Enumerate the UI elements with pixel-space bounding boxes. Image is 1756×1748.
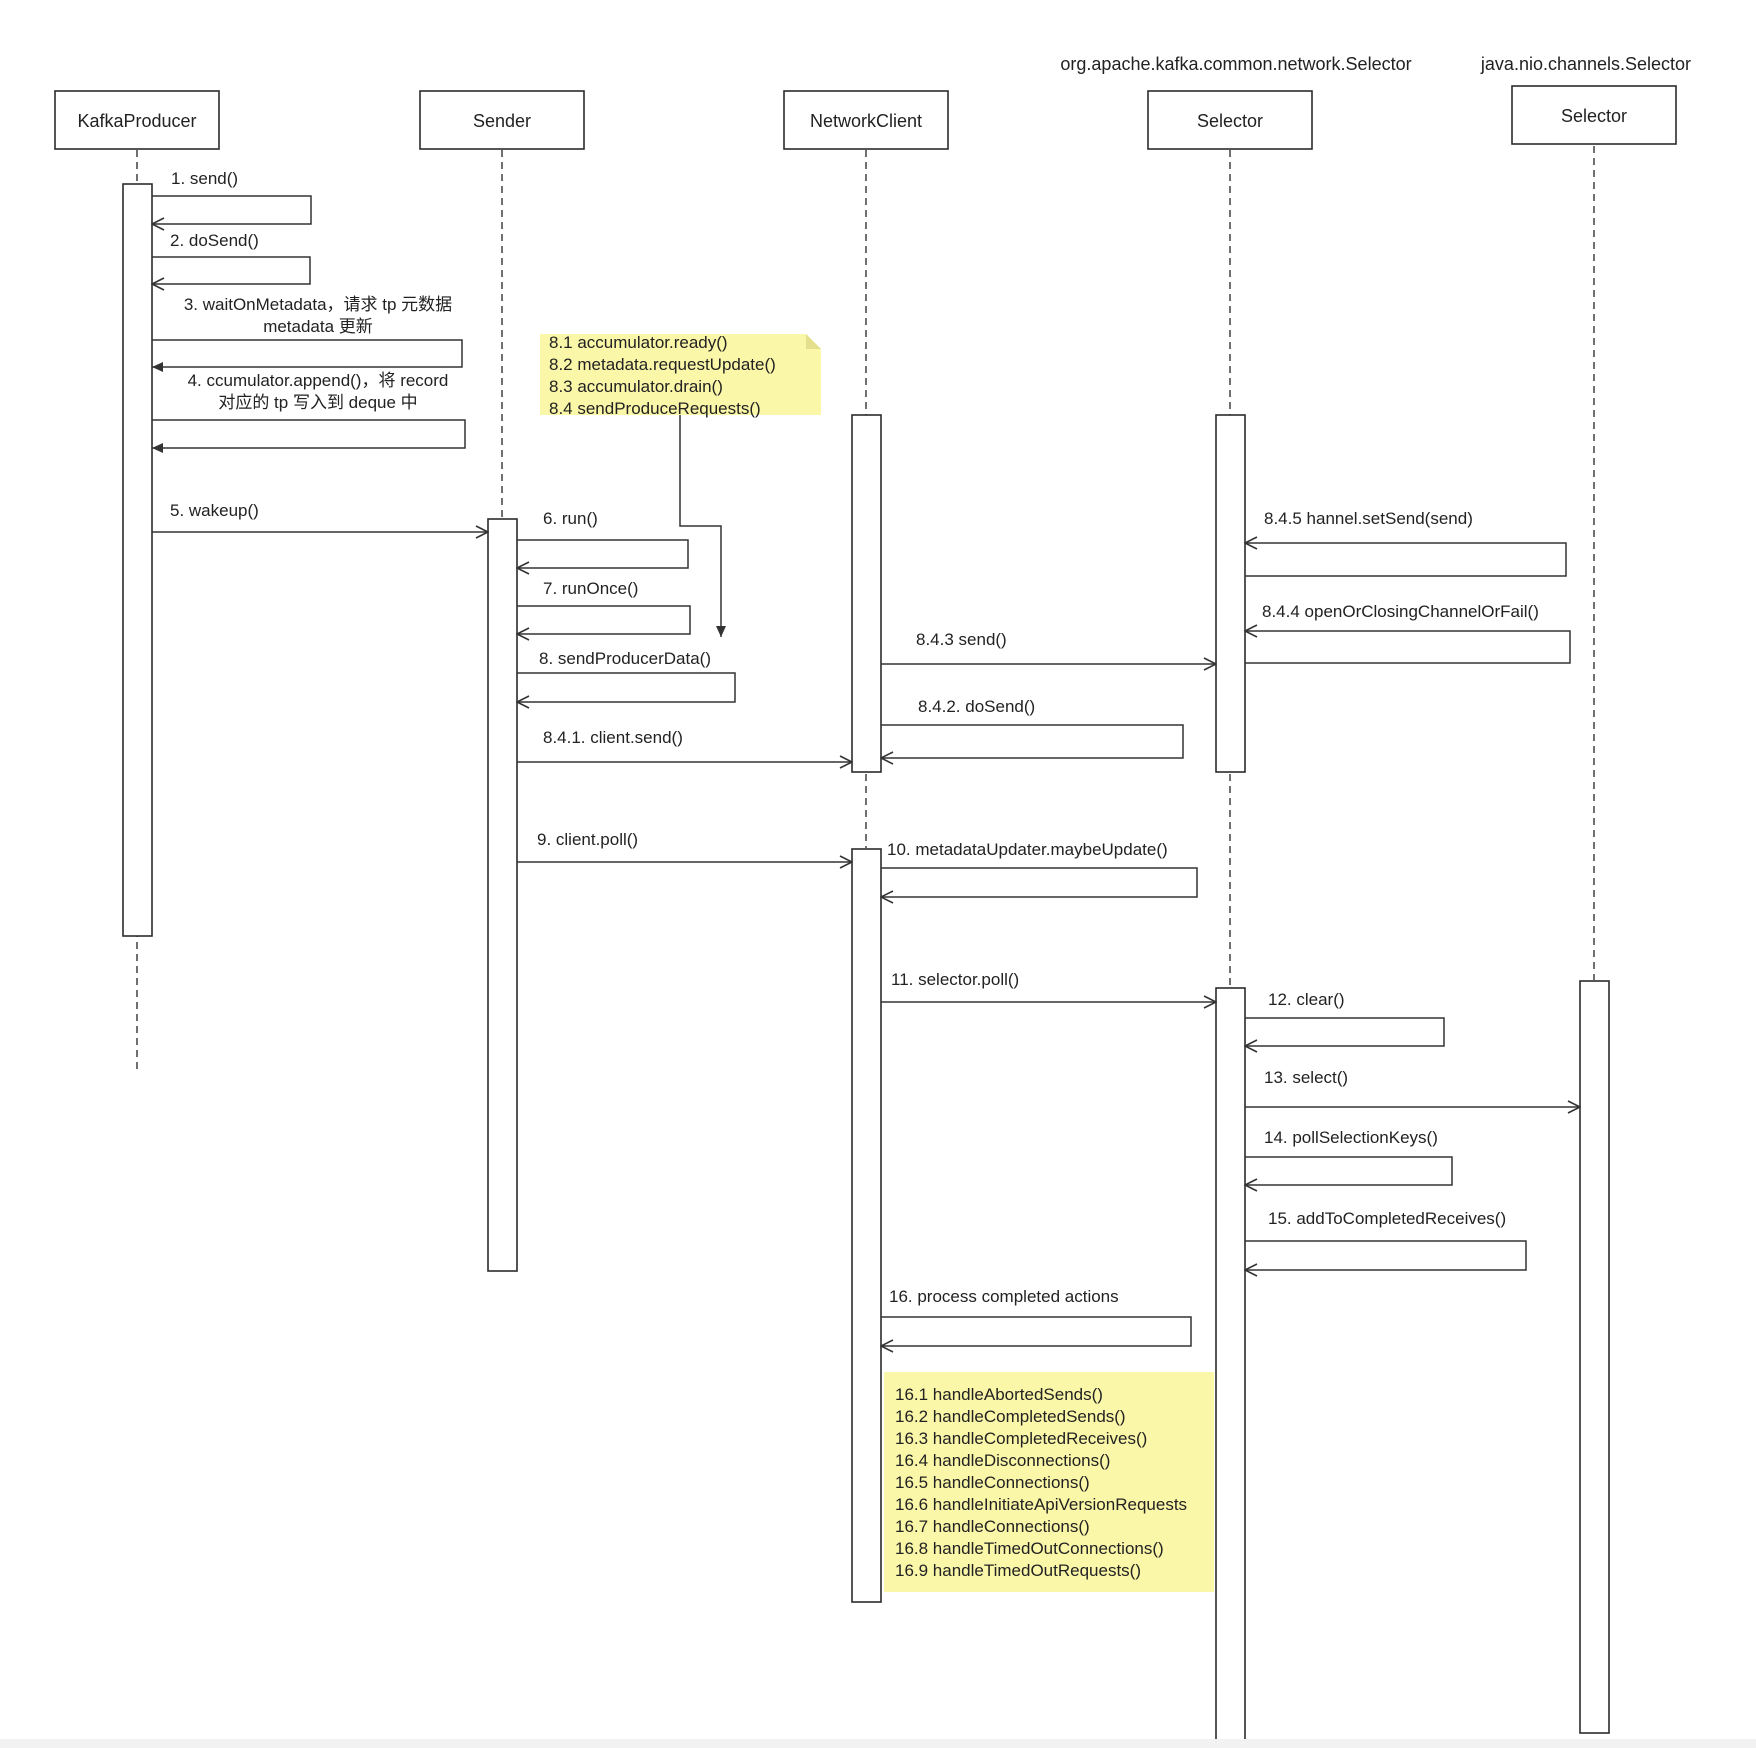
kafka-selector-caption: org.apache.kafka.common.network.Selector xyxy=(1060,54,1411,74)
note-line: 16.9 handleTimedOutRequests() xyxy=(895,1561,1141,1580)
message-11-selector-poll: 11. selector.poll() xyxy=(881,970,1216,1002)
note-line: 8.3 accumulator.drain() xyxy=(549,377,723,396)
activation-network-client-1 xyxy=(851,414,882,773)
note-send-producer-data: 8.1 accumulator.ready() 8.2 metadata.req… xyxy=(540,333,821,637)
message-label: 6. run() xyxy=(543,509,598,528)
activation-sender xyxy=(487,518,518,1272)
message-label: 3. waitOnMetadata，请求 tp 元数据 xyxy=(184,295,452,314)
message-label: 1. send() xyxy=(171,169,238,188)
note-line: 16.7 handleConnections() xyxy=(895,1517,1090,1536)
message-8-4-4-open-or-closing: 8.4.4 openOrClosingChannelOrFail() xyxy=(1245,602,1571,664)
message-label: 7. runOnce() xyxy=(543,579,638,598)
message-label: 10. metadataUpdater.maybeUpdate() xyxy=(887,840,1168,859)
message-7-run-once: 7. runOnce() xyxy=(517,579,691,634)
message-3-wait-on-metadata: 3. waitOnMetadata，请求 tp 元数据 metadata 更新 xyxy=(152,295,463,372)
message-label: 13. select() xyxy=(1264,1068,1348,1087)
participant-network-client: NetworkClient xyxy=(783,90,949,150)
message-label: 9. client.poll() xyxy=(537,830,638,849)
participant-sender: Sender xyxy=(419,90,585,150)
nio-selector-caption: java.nio.channels.Selector xyxy=(1480,54,1691,74)
message-label: metadata 更新 xyxy=(263,317,373,336)
message-8-4-5-set-send: 8.4.5 hannel.setSend(send) xyxy=(1245,509,1567,577)
message-label: 5. wakeup() xyxy=(170,501,259,520)
note-line: 16.8 handleTimedOutConnections() xyxy=(895,1539,1164,1558)
note-line: 16.6 handleInitiateApiVersionRequests xyxy=(895,1495,1187,1514)
message-label: 8.4.4 openOrClosingChannelOrFail() xyxy=(1262,602,1539,621)
message-4-accumulator-append: 4. ccumulator.append()，将 record 对应的 tp 写… xyxy=(152,371,466,453)
activation-nio-selector xyxy=(1579,980,1610,1734)
message-8-send-producer-data: 8. sendProducerData() xyxy=(517,649,736,702)
activation-bars xyxy=(122,183,1610,1741)
activation-kafka-producer xyxy=(122,183,153,937)
activation-network-client-2 xyxy=(851,848,882,1603)
message-8-4-3-send: 8.4.3 send() xyxy=(881,630,1216,664)
activation-kafka-selector-2 xyxy=(1215,987,1246,1741)
message-6-run: 6. run() xyxy=(517,509,689,568)
message-10-metadata-updater: 10. metadataUpdater.maybeUpdate() xyxy=(881,840,1198,897)
note-line: 8.2 metadata.requestUpdate() xyxy=(549,355,776,374)
message-8-4-1-client-send: 8.4.1. client.send() xyxy=(517,728,852,762)
message-2-dosend: 2. doSend() xyxy=(152,231,311,284)
bottom-strip xyxy=(0,1739,1756,1748)
message-label: 12. clear() xyxy=(1268,990,1345,1009)
participant-label: KafkaProducer xyxy=(77,111,196,131)
message-1-send: 1. send() xyxy=(152,169,312,224)
note-completed-actions: 16.1 handleAbortedSends() 16.2 handleCom… xyxy=(884,1372,1214,1592)
message-8-4-2-dosend: 8.4.2. doSend() xyxy=(881,697,1184,758)
note-line: 16.4 handleDisconnections() xyxy=(895,1451,1110,1470)
message-5-wakeup: 5. wakeup() xyxy=(152,501,488,532)
note-connector xyxy=(679,415,726,637)
participant-nio-selector: Selector xyxy=(1511,85,1677,145)
message-label: 8.4.1. client.send() xyxy=(543,728,683,747)
note-line: 8.4 sendProduceRequests() xyxy=(549,399,761,418)
message-16-process-completed: 16. process completed actions xyxy=(881,1287,1192,1346)
participant-kafka-producer: KafkaProducer xyxy=(54,90,220,150)
participant-kafka-selector: Selector xyxy=(1147,90,1313,150)
activation-kafka-selector-1 xyxy=(1215,414,1246,773)
participant-label: Selector xyxy=(1561,106,1627,126)
message-14-poll-selection-keys: 14. pollSelectionKeys() xyxy=(1245,1128,1453,1185)
participant-label: Sender xyxy=(473,111,531,131)
message-label: 11. selector.poll() xyxy=(891,970,1019,989)
message-13-select: 13. select() xyxy=(1245,1068,1580,1107)
message-label: 8. sendProducerData() xyxy=(539,649,711,668)
message-12-clear: 12. clear() xyxy=(1245,990,1445,1046)
note-line: 8.1 accumulator.ready() xyxy=(549,333,728,352)
note-line: 16.1 handleAbortedSends() xyxy=(895,1385,1103,1404)
message-label: 8.4.2. doSend() xyxy=(918,697,1035,716)
participant-label: NetworkClient xyxy=(810,111,922,131)
message-label: 4. ccumulator.append()，将 record xyxy=(188,371,449,390)
message-label: 14. pollSelectionKeys() xyxy=(1264,1128,1438,1147)
message-label: 对应的 tp 写入到 deque 中 xyxy=(218,393,417,412)
message-label: 15. addToCompletedReceives() xyxy=(1268,1209,1506,1228)
message-label: 8.4.5 hannel.setSend(send) xyxy=(1264,509,1473,528)
participant-label: Selector xyxy=(1197,111,1263,131)
message-label: 8.4.3 send() xyxy=(916,630,1007,649)
message-label: 16. process completed actions xyxy=(889,1287,1119,1306)
message-15-add-to-completed-receives: 15. addToCompletedReceives() xyxy=(1245,1209,1527,1270)
message-label: 2. doSend() xyxy=(170,231,259,250)
note-line: 16.3 handleCompletedReceives() xyxy=(895,1429,1147,1448)
message-9-client-poll: 9. client.poll() xyxy=(517,830,852,862)
note-line: 16.5 handleConnections() xyxy=(895,1473,1090,1492)
note-line: 16.2 handleCompletedSends() xyxy=(895,1407,1126,1426)
